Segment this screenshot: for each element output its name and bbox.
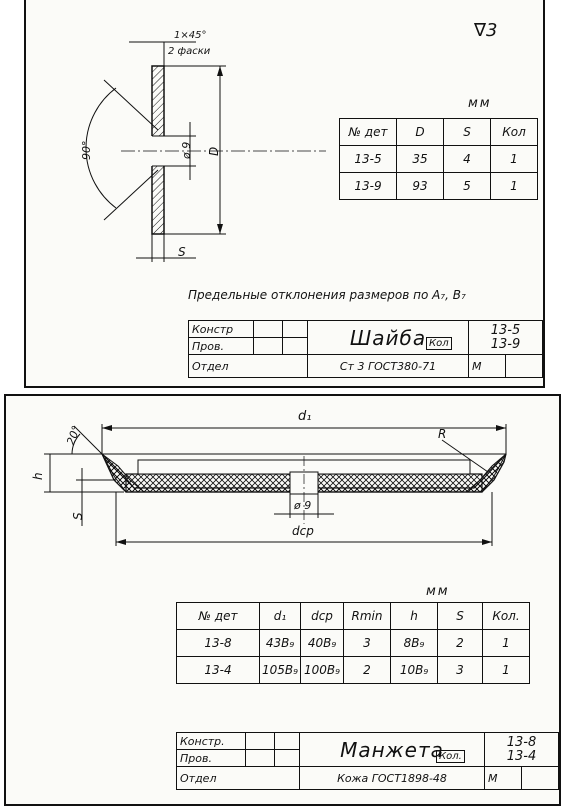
d1-label: d₁ [298,409,311,424]
hole-dimension-label: ø 9 [180,142,193,160]
col-header: № дет [176,602,260,630]
table-row: 13-9 93 5 1 [339,172,538,200]
kol-label: Кол [426,337,452,350]
col-header: Кол. [482,602,530,630]
outer-diameter-label: D [207,147,221,156]
col-header: S [437,602,483,630]
washer-drawing: 1×45° 2 фаски 90° ø 9 D S ∇3 [80,20,498,262]
col-header: dср [300,602,344,630]
cuff-drawing: d₁ R 20° h S ø 9 [31,409,507,546]
mass-label: М [468,354,506,378]
table-row: 13-5 35 4 1 [339,145,538,173]
otdel-label: Отдел [188,354,308,378]
drawing-sheet-washer: 1×45° 2 фаски 90° ø 9 D S ∇3 мм № дет D … [24,0,545,388]
prov-label: Пров. [188,337,254,355]
drawing-sheet-cuff: d₁ R 20° h S ø 9 [4,394,561,806]
material-label: Кожа ГОСТ1898-48 [299,766,485,790]
otdel-label: Отдел [176,766,300,790]
part-name: Манжета [299,732,485,767]
hole-dimension-label: ø 9 [293,499,311,512]
chamfer-sub-label: 2 фаски [168,46,211,57]
thickness-label: S [178,245,186,259]
col-header: Rmin [343,602,391,630]
units-label: мм [468,96,492,111]
angle-label: 20° [64,424,83,447]
col-header: d₁ [259,602,301,630]
units-label: мм [426,584,450,599]
kol-label: Кол. [436,750,465,763]
mass-label: М [484,766,522,790]
surface-roughness-mark: ∇3 [473,20,498,41]
prov-label: Пров. [176,749,246,767]
radius-label: R [438,427,446,441]
col-header: S [443,118,491,146]
mean-diameter-label: dср [292,524,314,538]
material-label: Ст 3 ГОСТ380-71 [307,354,469,378]
konstr-label: Констр. [176,732,246,750]
col-header: D [396,118,444,146]
thickness-label: S [71,512,85,520]
chamfer-label: 1×45° [174,30,206,41]
angle-arc [85,87,117,209]
col-header: № дет [339,118,397,146]
washer-spec-table: № дет D S Кол 13-5 35 4 1 13-9 93 5 1 [339,118,538,200]
col-header: Кол [490,118,538,146]
height-label: h [31,472,45,480]
konstr-label: Констр [188,320,254,338]
col-header: h [390,602,438,630]
tolerance-note: Предельные отклонения размеров по A₇, B₇ [188,288,466,302]
angle-label: 90° [80,141,93,161]
